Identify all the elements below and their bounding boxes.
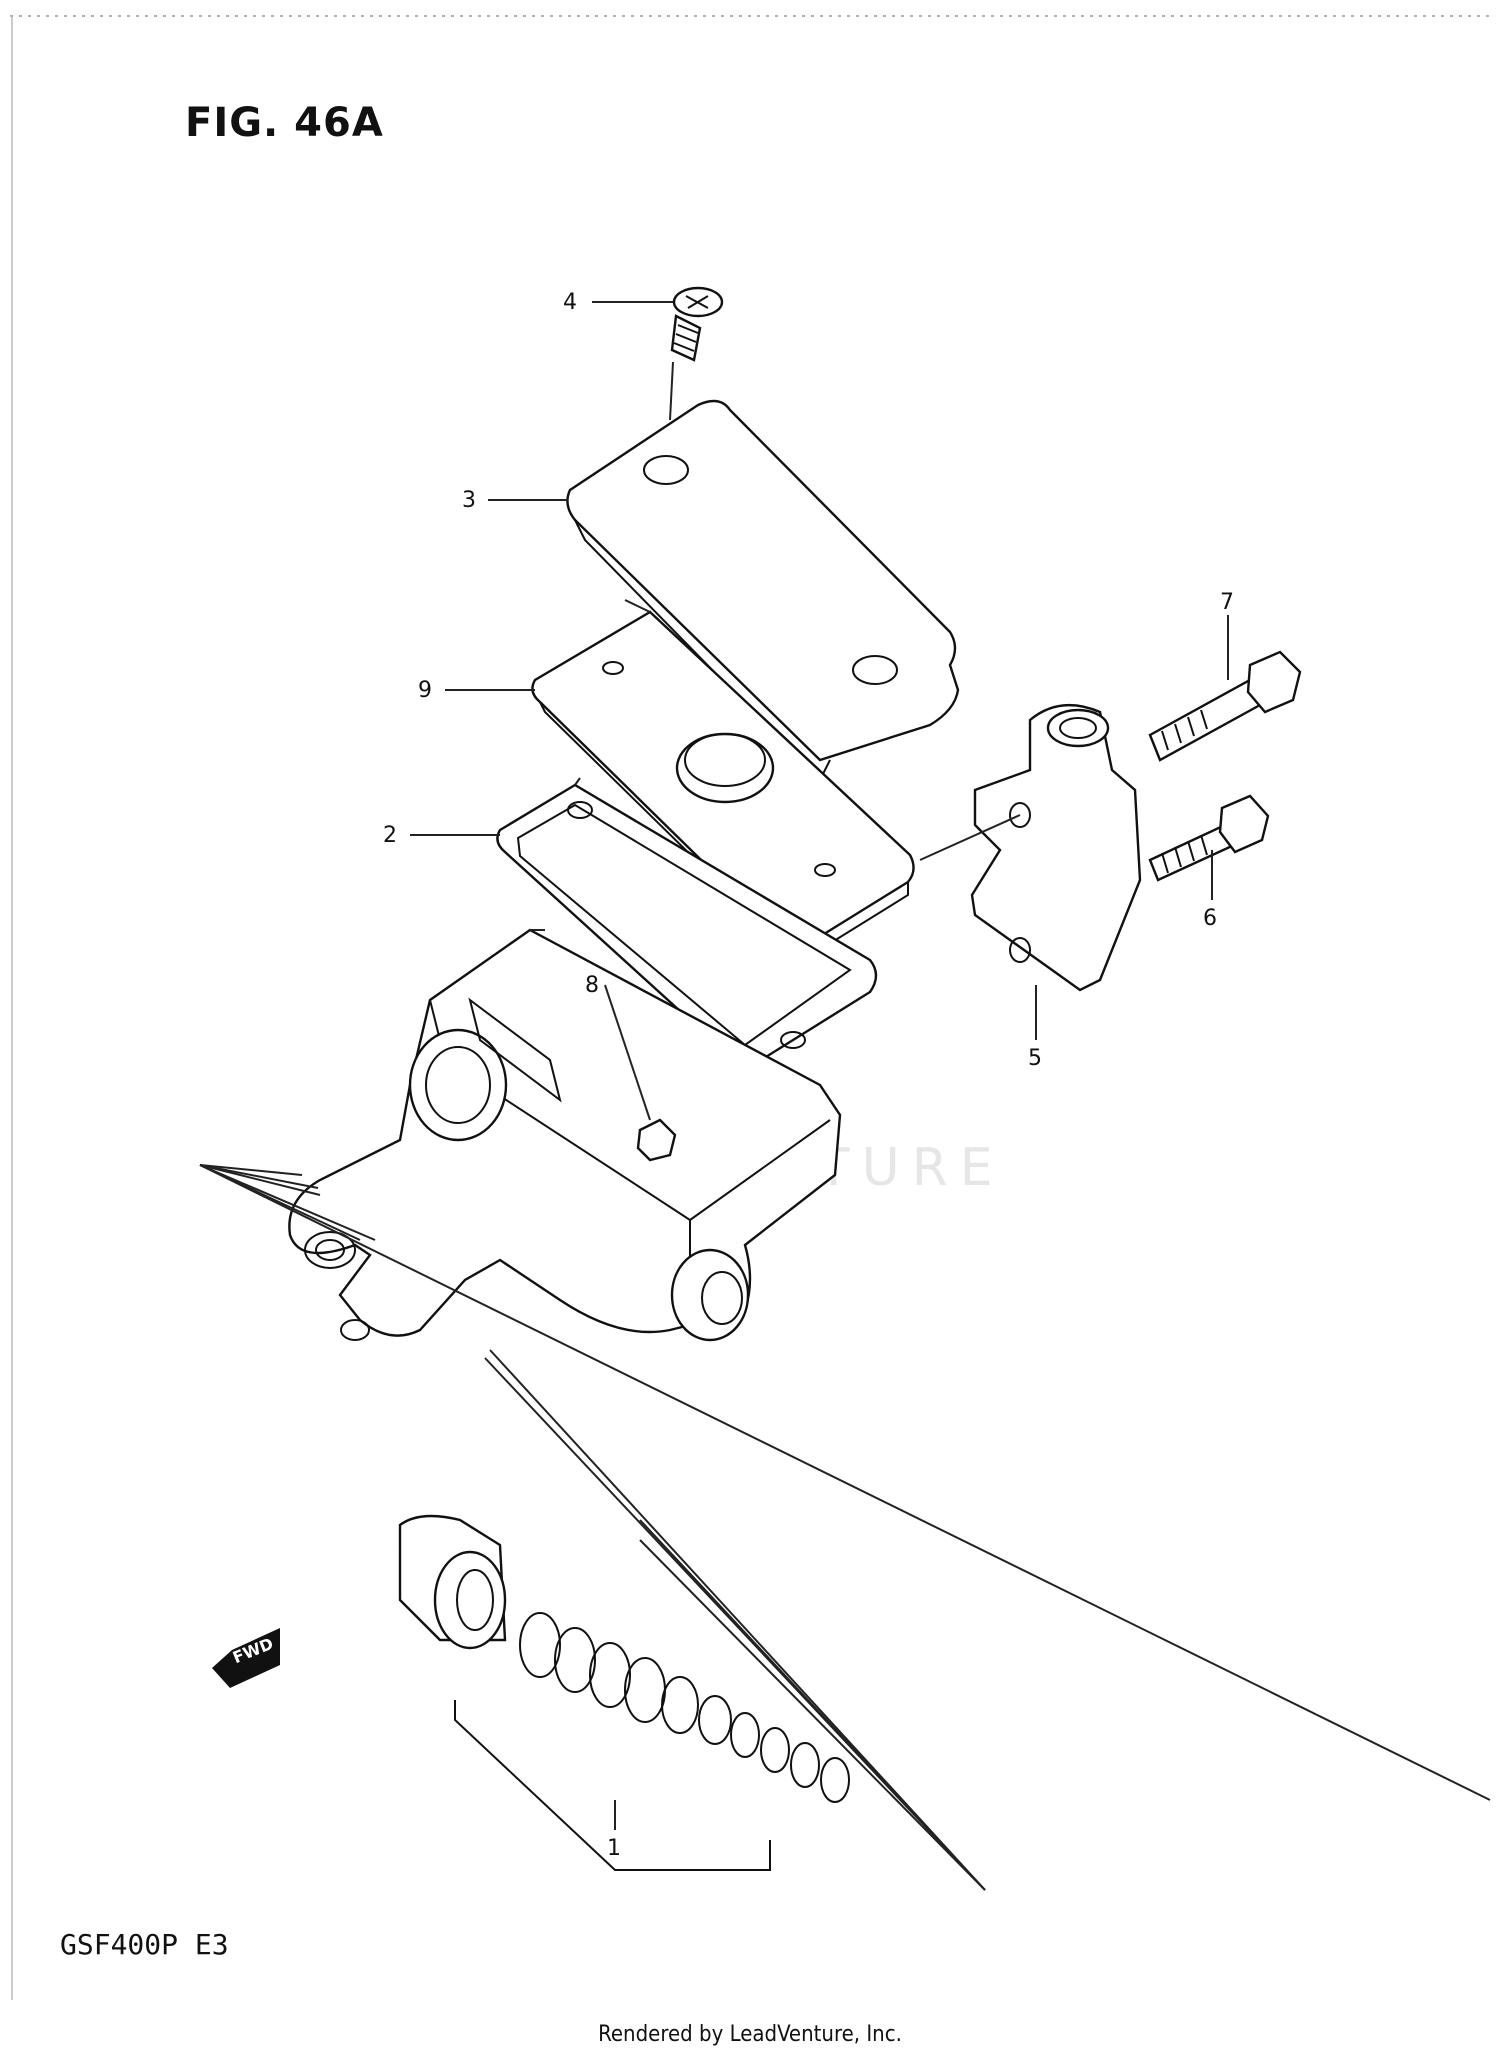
callout-5: 5: [1028, 1046, 1042, 1071]
callout-6: 6: [1203, 906, 1217, 931]
callout-7: 7: [1220, 590, 1234, 615]
master-cylinder-body: [288, 928, 842, 1342]
callout-4: 4: [563, 290, 577, 315]
fwd-badge: [212, 1628, 280, 1688]
footer-credit: Rendered by LeadVenture, Inc.: [598, 2022, 902, 2047]
part-7-bolt: [1148, 650, 1302, 762]
part-5-clamp: [970, 703, 1142, 992]
figure-title: FIG. 46A: [185, 100, 384, 146]
callout-3: 3: [462, 488, 476, 513]
part-6-bolt: [1148, 794, 1270, 882]
part-4-screw: [669, 286, 724, 421]
callout-9: 9: [418, 678, 432, 703]
callout-1: 1: [607, 1836, 621, 1861]
assembly-lines: [199, 599, 1491, 1891]
model-label: GSF400P E3: [60, 1928, 229, 1961]
part-1-piston-kit: [398, 1514, 850, 1871]
part-9-plate: [531, 610, 915, 964]
callout-leaders: [410, 301, 1229, 1121]
callout-8: 8: [585, 973, 599, 998]
callout-2: 2: [383, 823, 397, 848]
part-2-gasket: [496, 783, 878, 1072]
